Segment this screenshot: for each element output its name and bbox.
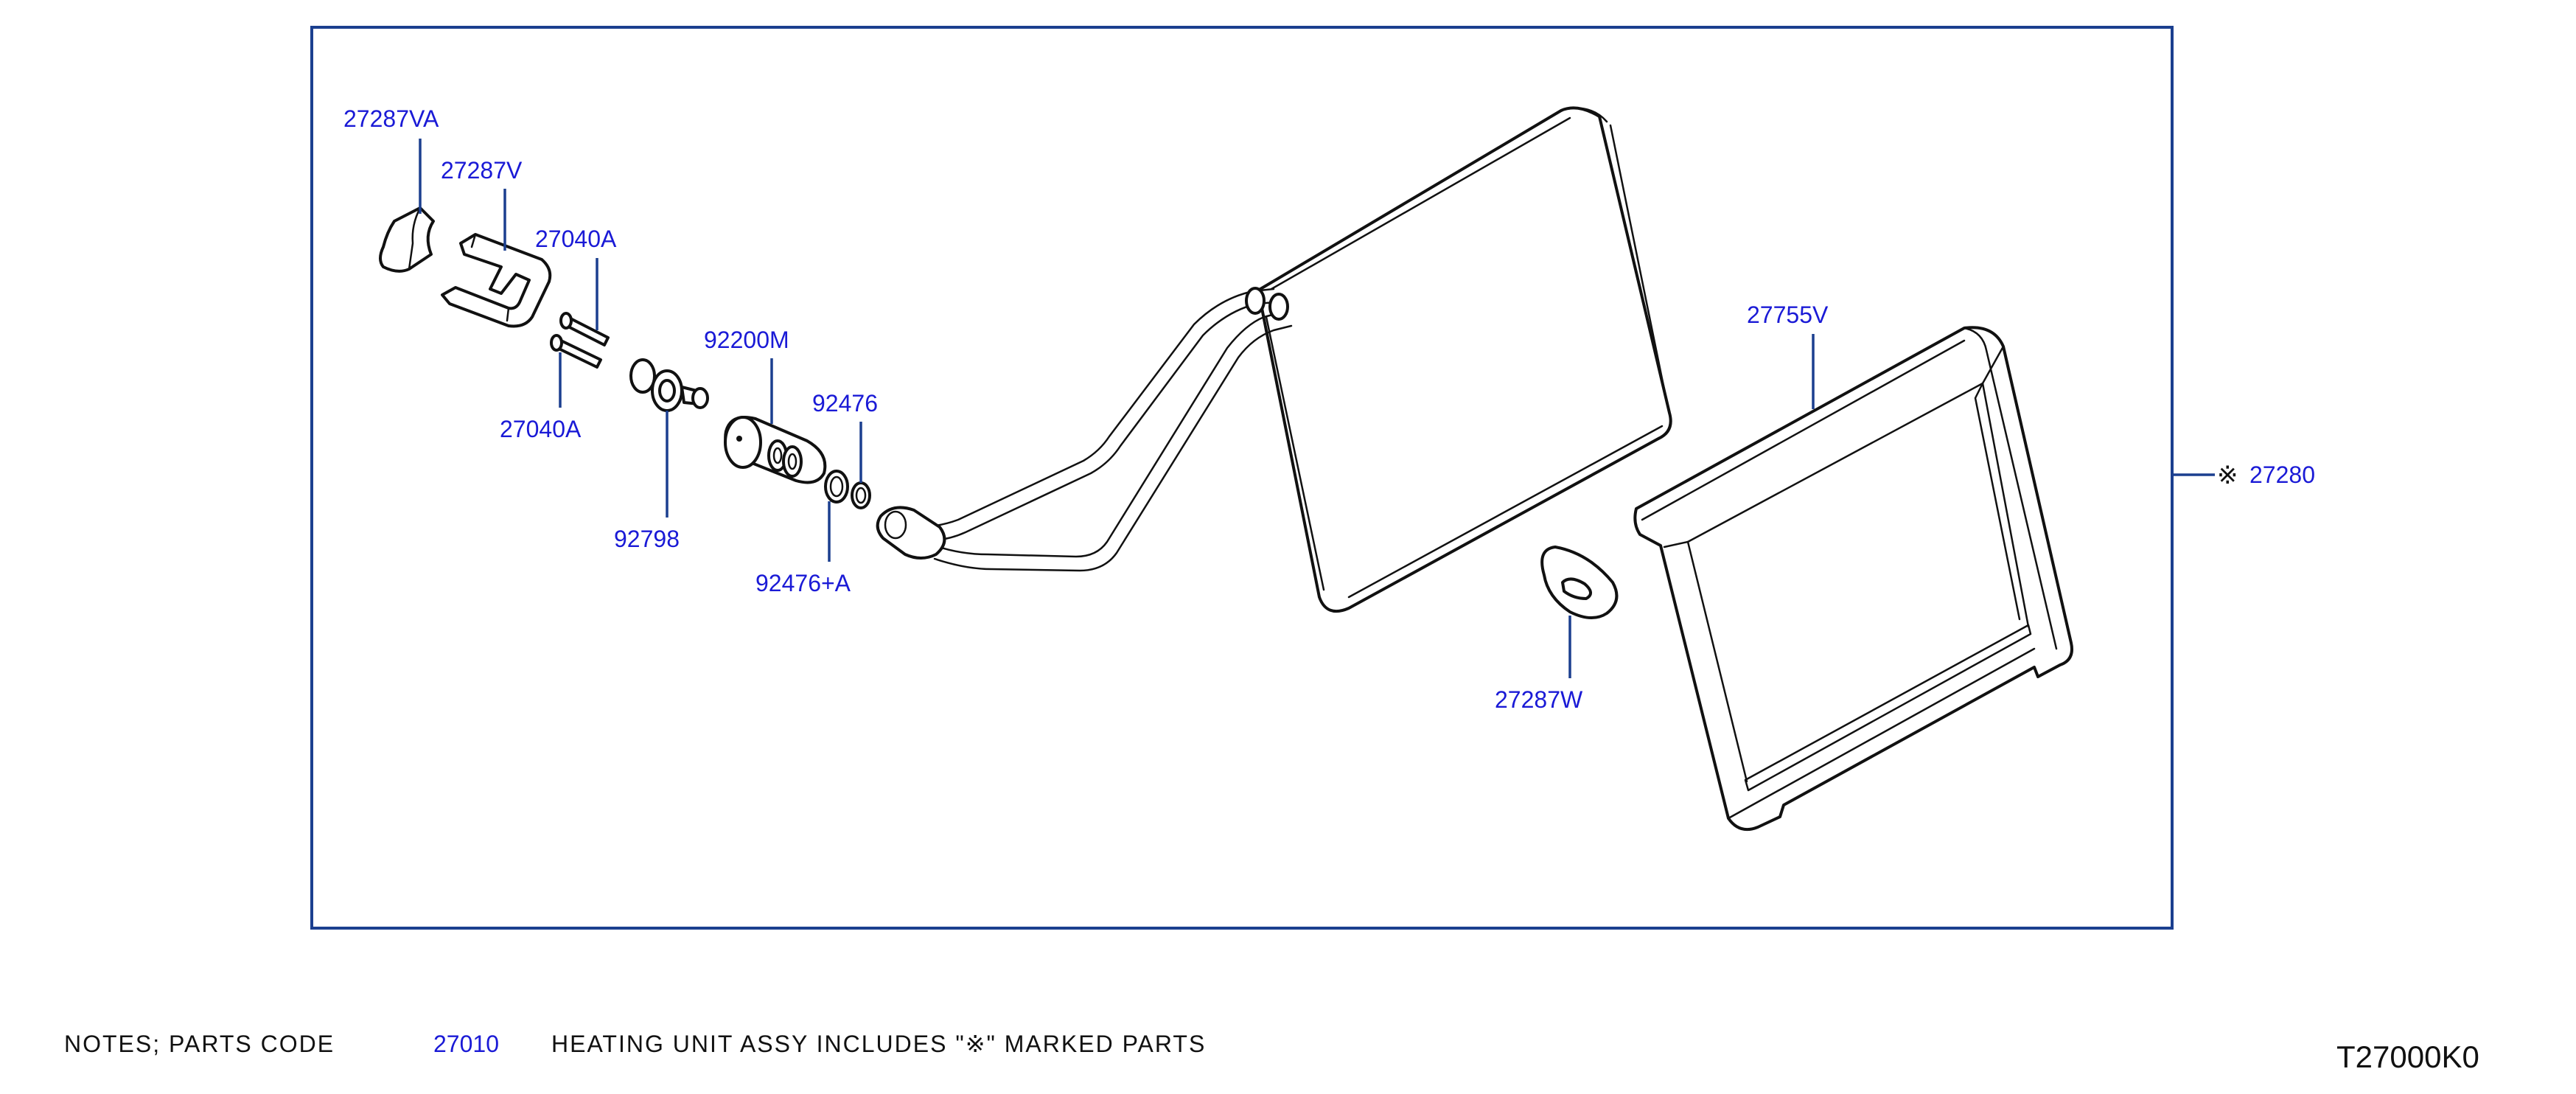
notes-parts-code[interactable]: 27010 bbox=[433, 1031, 499, 1057]
diagram-code: T27000K0 bbox=[2336, 1039, 2479, 1074]
washer-bolt-92798[interactable] bbox=[629, 358, 709, 412]
heater-core[interactable] bbox=[1255, 106, 1672, 613]
expansion-valve-fitting-a-hole bbox=[772, 447, 783, 464]
bracket-27287V-body bbox=[441, 233, 552, 328]
label-27755V[interactable]: 27755V bbox=[1747, 302, 1829, 328]
heater-core-edge-bottom bbox=[1347, 425, 1664, 599]
label-92200M[interactable]: 92200M bbox=[704, 327, 789, 353]
expansion-valve-fitting-b-hole bbox=[787, 453, 797, 470]
assembly-mark: ※ bbox=[2217, 461, 2238, 490]
pipe-upper-inner bbox=[907, 301, 1277, 542]
label-92476[interactable]: 92476 bbox=[812, 390, 878, 417]
label-27280[interactable]: 27280 bbox=[2249, 461, 2315, 488]
bolts-27040A[interactable] bbox=[550, 312, 610, 369]
label-27040A-top[interactable]: 27040A bbox=[535, 226, 617, 252]
label-27287VA[interactable]: 27287VA bbox=[343, 105, 439, 132]
evaporator-body bbox=[1633, 326, 2073, 831]
evaporator-frame-left bbox=[1686, 540, 1748, 783]
evaporator-bottom-edge bbox=[1727, 647, 2036, 820]
clamp-27287VA-body bbox=[379, 206, 435, 273]
label-27040A-bottom[interactable]: 27040A bbox=[500, 416, 582, 442]
notes-lead: NOTES; PARTS CODE bbox=[64, 1031, 335, 1057]
clamp-27287VA[interactable] bbox=[379, 206, 435, 273]
o-ring-92476 bbox=[851, 481, 871, 509]
evaporator-side-panel bbox=[1974, 382, 2021, 621]
bolt-head bbox=[691, 387, 709, 409]
evaporator-top-inner bbox=[1641, 339, 1966, 521]
label-27287V[interactable]: 27287V bbox=[441, 157, 523, 184]
grommet-hole bbox=[1561, 577, 1592, 600]
o-ring-92476-inner bbox=[855, 487, 867, 504]
assembly-frame bbox=[310, 26, 2174, 930]
evaporator[interactable] bbox=[1633, 326, 2073, 831]
pipe-connector bbox=[876, 506, 946, 560]
evaporator-frame-bottom bbox=[1744, 624, 2032, 792]
heater-core-edge-right bbox=[1609, 124, 1669, 405]
pipe-lower-inner bbox=[933, 324, 1293, 572]
label-92798[interactable]: 92798 bbox=[614, 526, 680, 552]
heater-core-body bbox=[1255, 106, 1672, 613]
bolt-27040A-bottom-head bbox=[550, 334, 563, 352]
o-ring-92476A-inner bbox=[829, 475, 844, 498]
notes-text: HEATING UNIT ASSY INCLUDES "※" MARKED PA… bbox=[551, 1031, 1206, 1057]
pipe-upper-outer bbox=[901, 288, 1275, 528]
heater-core-edge-top bbox=[1270, 116, 1571, 290]
o-ring-92476A bbox=[824, 470, 849, 504]
washer-outer bbox=[629, 358, 656, 394]
pipe-connector-port bbox=[884, 510, 907, 540]
clamp-27287VA-edge bbox=[408, 206, 422, 271]
label-92476A[interactable]: 92476+A bbox=[755, 570, 851, 596]
heater-core-edge-left bbox=[1265, 316, 1325, 591]
evaporator-right-edge bbox=[1963, 327, 2058, 650]
expansion-valve-face bbox=[724, 416, 762, 469]
bolt-27040A-top-head bbox=[559, 312, 573, 330]
pipe-end-lower bbox=[1268, 293, 1289, 321]
pipe-lower-outer bbox=[929, 310, 1288, 558]
expansion-valve-fitting-b bbox=[782, 445, 803, 478]
pipe-end-upper bbox=[1245, 287, 1266, 315]
label-27287W[interactable]: 27287W bbox=[1495, 686, 1583, 713]
heater-core-corner bbox=[1565, 107, 1608, 123]
o-ring-92476-group[interactable] bbox=[824, 470, 871, 509]
washer-hole bbox=[658, 379, 676, 403]
bracket-27287V-edges bbox=[470, 233, 510, 322]
bracket-27287V[interactable] bbox=[441, 233, 552, 328]
refrigerant-pipes[interactable] bbox=[876, 287, 1293, 572]
expansion-valve-port bbox=[736, 436, 742, 442]
expansion-valve[interactable] bbox=[724, 416, 827, 484]
grommet-27287W[interactable] bbox=[1540, 546, 1619, 619]
evaporator-frame-right bbox=[1981, 382, 2030, 628]
evaporator-frame-top bbox=[1663, 345, 2005, 548]
